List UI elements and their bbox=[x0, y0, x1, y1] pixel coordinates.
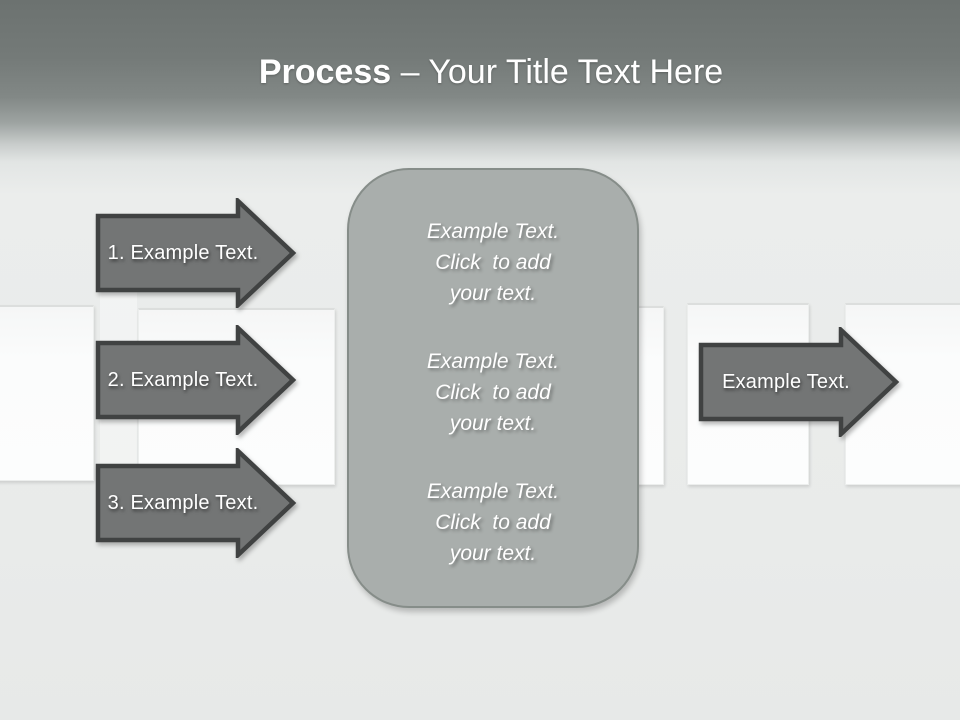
process-arrow-2[interactable]: 2. Example Text. bbox=[95, 325, 297, 435]
slide-title-keyword: Process bbox=[258, 53, 392, 91]
output-arrow[interactable]: Example Text. bbox=[698, 327, 900, 437]
panel-paragraph-3[interactable]: Example Text. Click to add your text. bbox=[426, 479, 560, 565]
process-arrow-1[interactable]: 1. Example Text. bbox=[95, 198, 297, 308]
process-arrow-3[interactable]: 3. Example Text. bbox=[95, 448, 297, 558]
process-arrow-2-label: 2. Example Text. bbox=[107, 368, 259, 391]
right-arrow-shape-icon bbox=[95, 448, 297, 558]
background-frame-left bbox=[0, 305, 94, 481]
panel-paragraph-1[interactable]: Example Text. Click to add your text. bbox=[426, 219, 560, 305]
process-arrow-3-label: 3. Example Text. bbox=[107, 491, 259, 514]
slide-title-rest: – Your Title Text Here bbox=[391, 53, 724, 91]
output-arrow-label: Example Text. bbox=[722, 370, 850, 393]
panel-paragraph-2[interactable]: Example Text. Click to add your text. bbox=[426, 349, 560, 435]
right-arrow-shape-icon bbox=[698, 327, 900, 437]
right-arrow-shape-icon bbox=[95, 325, 297, 435]
slide-title[interactable]: Process – Your Title Text Here bbox=[11, 52, 960, 92]
center-text-panel[interactable]: Example Text. Click to add your text. Ex… bbox=[347, 168, 639, 608]
process-arrow-1-label: 1. Example Text. bbox=[107, 241, 259, 264]
right-arrow-shape-icon bbox=[95, 198, 297, 308]
